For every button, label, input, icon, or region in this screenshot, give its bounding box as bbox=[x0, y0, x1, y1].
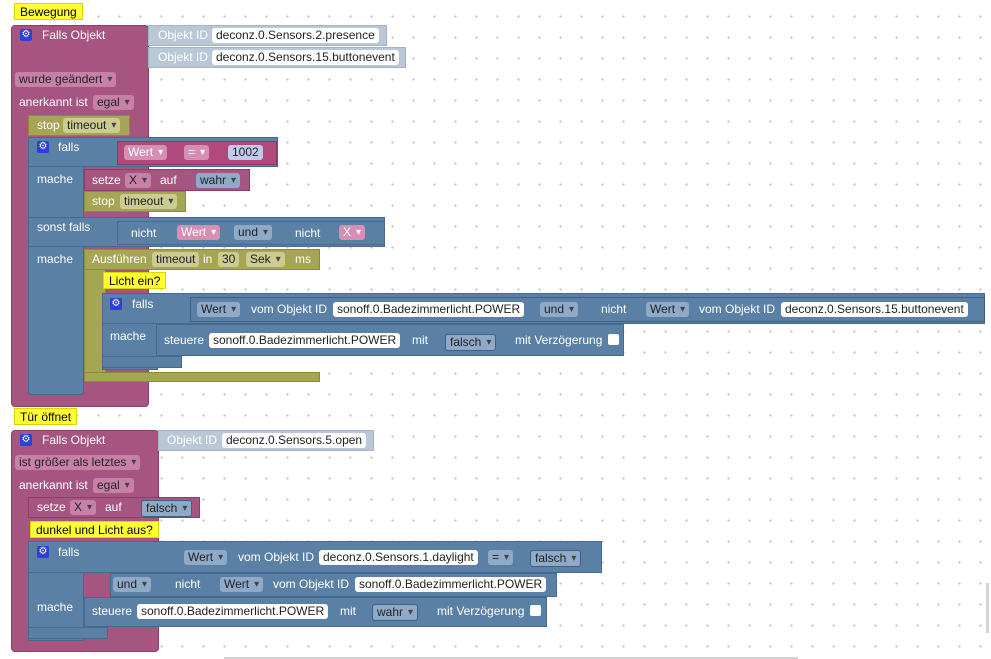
sonst-falls-label: sonst falls bbox=[37, 220, 91, 234]
comment-bewegung[interactable]: Bewegung bbox=[14, 3, 83, 20]
timer-dropdown[interactable]: timeout bbox=[120, 194, 178, 209]
steuere-label: steuere bbox=[92, 604, 133, 618]
wert-dropdown[interactable]: Wert bbox=[184, 550, 228, 565]
if-block-3-head bbox=[28, 541, 602, 573]
object-id-field[interactable]: sonoff.0.Badezimmerlicht.POWER bbox=[137, 604, 329, 619]
und-dropdown[interactable]: und bbox=[113, 577, 152, 592]
mit-label: mit bbox=[340, 604, 356, 618]
var-dropdown[interactable]: X bbox=[125, 173, 152, 188]
comment-licht-ein[interactable]: Licht ein? bbox=[103, 272, 167, 289]
objekt-id-label: Objekt ID bbox=[158, 50, 209, 64]
ms-label: ms bbox=[295, 252, 311, 266]
object-id-field[interactable]: deconz.0.Sensors.2.presence bbox=[212, 28, 379, 43]
objekt-id-label: Objekt ID bbox=[158, 28, 209, 42]
timeout-name-field[interactable]: timeout bbox=[152, 252, 200, 267]
object-id-field[interactable]: sonoff.0.Badezimmerlicht.POWER bbox=[355, 577, 547, 592]
wert-dropdown[interactable]: Wert bbox=[177, 225, 221, 240]
and-block[interactable] bbox=[190, 297, 985, 322]
if-block-2-foot bbox=[102, 356, 182, 368]
operator-dropdown[interactable]: = bbox=[184, 145, 210, 160]
gear-icon[interactable]: ⚙ bbox=[20, 434, 32, 446]
object-id-field[interactable]: sonoff.0.Badezimmerlicht.POWER bbox=[333, 302, 525, 317]
vom-objekt-label: vom Objekt ID bbox=[699, 302, 776, 316]
vertical-scrollbar[interactable] bbox=[986, 583, 989, 633]
x-dropdown[interactable]: X bbox=[339, 225, 366, 240]
nicht-label: nicht bbox=[295, 226, 321, 240]
mit-label: mit bbox=[412, 333, 428, 347]
var-dropdown[interactable]: X bbox=[70, 500, 97, 515]
gear-icon[interactable]: ⚙ bbox=[20, 29, 32, 41]
wert-dropdown[interactable]: Wert bbox=[220, 577, 264, 592]
timer-dropdown[interactable]: timeout bbox=[63, 118, 121, 133]
falls-objekt-label: Falls Objekt bbox=[42, 433, 106, 447]
ack-dropdown[interactable]: egal bbox=[93, 478, 134, 493]
gear-icon[interactable]: ⚙ bbox=[37, 141, 49, 153]
mache-label: mache bbox=[37, 172, 74, 186]
delay-label: mit Verzögerung bbox=[437, 604, 525, 618]
nicht-label: nicht bbox=[175, 577, 201, 591]
vom-objekt-label: vom Objekt ID bbox=[273, 577, 350, 591]
if-block-1[interactable] bbox=[28, 137, 84, 395]
change-dropdown[interactable]: ist größer als letztes bbox=[15, 455, 141, 470]
auf-label: auf bbox=[160, 173, 177, 187]
object-id-field[interactable]: deconz.0.Sensors.15.buttonevent bbox=[781, 302, 968, 317]
horizontal-scrollbar[interactable] bbox=[224, 657, 798, 659]
unit-dropdown[interactable]: Sek bbox=[246, 252, 285, 267]
mache-label: mache bbox=[37, 252, 74, 266]
steuere-label: steuere bbox=[164, 333, 205, 347]
delay-checkbox[interactable] bbox=[530, 605, 541, 616]
wert-dropdown[interactable]: Wert bbox=[646, 302, 690, 317]
nicht-label: nicht bbox=[131, 226, 157, 240]
ack-label: anerkannt ist bbox=[19, 95, 88, 109]
bool-dropdown[interactable]: falsch bbox=[445, 334, 497, 351]
stop-label: stop bbox=[37, 118, 60, 132]
wert-dropdown[interactable]: Wert bbox=[124, 145, 168, 160]
bool-dropdown[interactable]: falsch bbox=[141, 500, 193, 517]
ausfuehren-label: Ausführen bbox=[92, 252, 147, 266]
gear-icon[interactable]: ⚙ bbox=[37, 546, 49, 558]
comment-dunkel[interactable]: dunkel und Licht aus? bbox=[30, 521, 159, 538]
in-label: in bbox=[203, 252, 213, 266]
change-dropdown[interactable]: wurde geändert bbox=[15, 72, 117, 87]
delay-checkbox[interactable] bbox=[608, 334, 619, 345]
timeout-block-foot bbox=[84, 372, 320, 382]
nicht-label: nicht bbox=[601, 302, 627, 316]
object-id-field[interactable]: deconz.0.Sensors.5.open bbox=[222, 433, 367, 448]
comment-tuer[interactable]: Tür öffnet bbox=[14, 408, 78, 425]
object-id-field[interactable]: deconz.0.Sensors.1.daylight bbox=[319, 550, 478, 565]
delay-label: mit Verzögerung bbox=[515, 333, 603, 347]
gear-icon[interactable]: ⚙ bbox=[110, 298, 122, 310]
auf-label: auf bbox=[105, 500, 122, 514]
ack-dropdown[interactable]: egal bbox=[93, 95, 134, 110]
falls-label: falls bbox=[58, 545, 80, 559]
falls-label: falls bbox=[132, 297, 154, 311]
if-block-3-foot bbox=[28, 627, 108, 639]
number-field[interactable]: 1002 bbox=[228, 145, 263, 160]
mache-label: mache bbox=[37, 600, 74, 614]
vom-objekt-label: vom Objekt ID bbox=[251, 302, 328, 316]
setze-label: setze bbox=[92, 173, 121, 187]
wert-dropdown[interactable]: Wert bbox=[197, 302, 241, 317]
stop-label: stop bbox=[92, 194, 115, 208]
delay-value-field[interactable]: 30 bbox=[218, 252, 240, 267]
falls-label: falls bbox=[58, 140, 80, 154]
bool-dropdown[interactable]: wahr bbox=[372, 604, 419, 621]
und-dropdown[interactable]: und bbox=[540, 302, 579, 317]
setze-label: setze bbox=[37, 500, 66, 514]
bool-dropdown[interactable]: wahr bbox=[196, 173, 241, 188]
object-id-field[interactable]: deconz.0.Sensors.15.buttonevent bbox=[212, 50, 399, 65]
objekt-id-label: Objekt ID bbox=[167, 433, 218, 447]
mache-label: mache bbox=[110, 329, 147, 343]
und-dropdown[interactable]: und bbox=[234, 225, 273, 240]
bool-dropdown[interactable]: falsch bbox=[530, 550, 582, 567]
ack-label: anerkannt ist bbox=[19, 478, 88, 492]
vom-objekt-label: vom Objekt ID bbox=[238, 550, 315, 564]
falls-objekt-label: Falls Objekt bbox=[42, 28, 106, 42]
object-id-field[interactable]: sonoff.0.Badezimmerlicht.POWER bbox=[209, 333, 401, 348]
operator-dropdown[interactable]: = bbox=[488, 550, 514, 565]
